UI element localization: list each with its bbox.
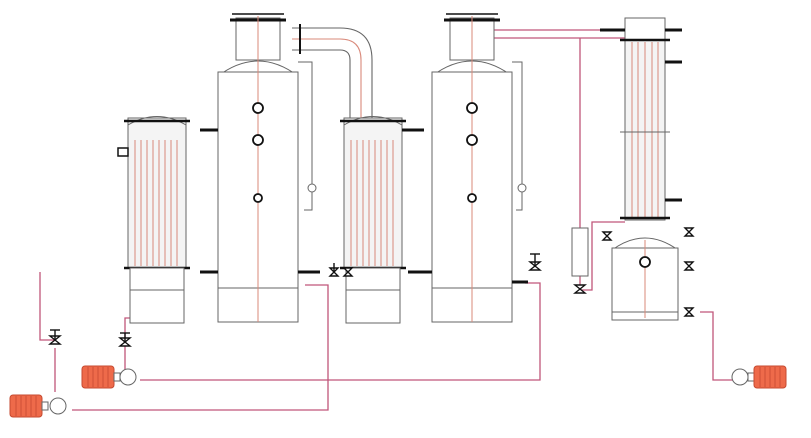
gas-separator [571,227,589,277]
evap1-sight-glass-2 [252,134,264,146]
valve-feed-left [48,329,62,345]
evaporator-2 [408,13,528,323]
condenser [600,17,682,221]
pump-set-1 [9,394,67,418]
heater1-side-nozzle [117,147,129,157]
evap2-level-gauge [517,183,527,193]
evap2-sight-glass-1 [466,102,478,114]
receiver-sight-glass [639,256,651,268]
preheater-2 [340,116,424,324]
valve-receiver [683,261,695,271]
feed-pipe-left [39,272,55,341]
centrifugal-pump-icon [119,368,137,386]
heater2-tubes [350,140,394,266]
evap2-sight-glass-2 [466,134,478,146]
valve-heater2-bottom [342,267,354,277]
evap2-manway [467,193,477,203]
right-pump-pipe [700,311,735,381]
evap1-level-gauge [307,183,317,193]
return-pipe-bottom [72,284,329,411]
evaporator-1 [200,13,320,323]
valve-heater1-drain [118,332,132,347]
evap1-manway [253,193,263,203]
heater1-tubes [134,140,178,266]
evap1-sight-glass-1 [252,102,264,114]
valve-evap2-inlet [528,253,542,271]
vapor-duct-1 [292,24,373,118]
pump-set-3 [731,365,787,389]
valve-condenser-1 [601,231,613,241]
valve-separator [573,284,587,294]
return-pipe-middle [140,282,541,381]
valve-condenser-2 [683,227,695,237]
valves [48,227,695,347]
receiver-tank [611,237,679,321]
valve-receiver-outlet [683,307,695,317]
valve-evap1-bottom [328,263,340,277]
preheater-1 [117,116,190,324]
centrifugal-pump-icon [731,368,749,386]
centrifugal-pump-icon [49,397,67,415]
condenser-tubes [631,42,659,218]
pump-set-2 [81,365,137,389]
